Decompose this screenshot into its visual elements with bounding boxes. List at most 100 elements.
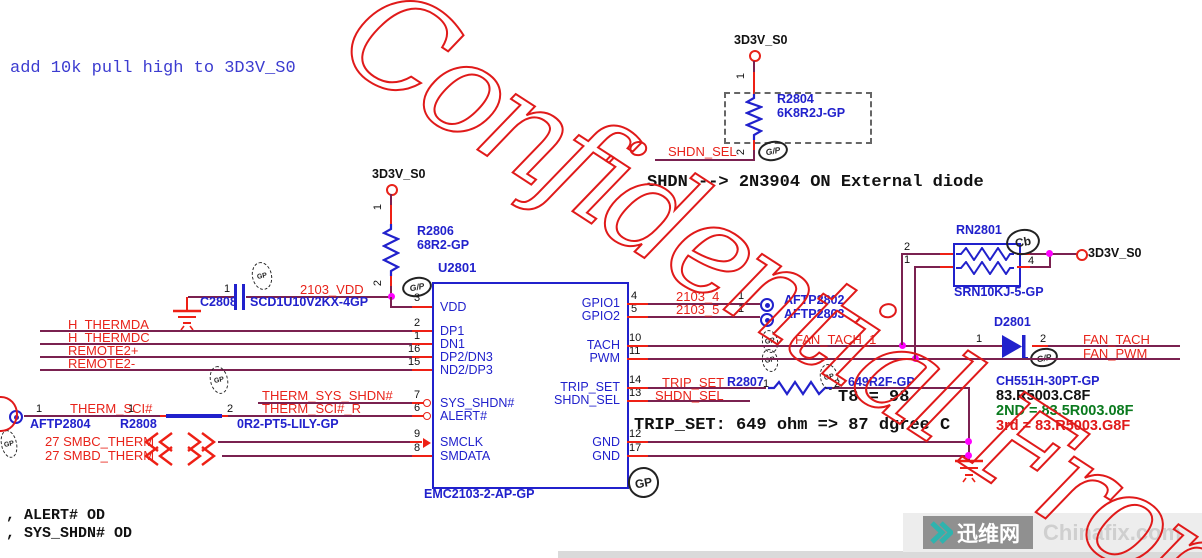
wire — [832, 387, 970, 389]
wire — [753, 150, 755, 161]
stamp-icon: GP — [0, 428, 20, 460]
wire — [901, 253, 903, 345]
wire — [627, 303, 648, 305]
rn2801-part: SRN10KJ-5-GP — [954, 285, 1044, 299]
logo-band: 迅维网 Chinafix.com — [903, 513, 1202, 552]
wire — [753, 72, 755, 95]
rn2801-pin1: 1 — [904, 254, 911, 266]
u2801-pin-num: 14 — [629, 374, 642, 386]
junction-dot — [388, 293, 395, 300]
wire — [186, 297, 188, 310]
r2806-pin2: 2 — [372, 279, 385, 287]
wire — [753, 140, 755, 150]
wire — [40, 343, 412, 345]
d2801-pin2: 2 — [1040, 333, 1047, 345]
wire — [40, 356, 412, 358]
u2801-body — [432, 282, 629, 489]
wire — [1030, 266, 1051, 268]
ground-icon — [173, 309, 201, 331]
wire — [40, 330, 412, 332]
net-fan-tach: FAN_TACH — [1083, 332, 1150, 347]
t8-annotation: T8 = 98 — [838, 388, 910, 407]
wire — [390, 194, 392, 205]
r2806-pin1: 1 — [372, 203, 385, 211]
wire — [390, 205, 392, 224]
aftp2803-ref: AFTP2803 — [784, 307, 845, 321]
wire — [412, 330, 432, 332]
resistor-symbol — [956, 247, 1014, 261]
u2801-pin-num: 7 — [414, 389, 421, 401]
net-therm-sci-r: THERM_SCI#_R — [262, 401, 361, 416]
capacitor-plate — [234, 284, 237, 310]
wire — [222, 455, 412, 457]
offpage-chevrons-icon — [144, 432, 216, 452]
u2801-pin-name: GPIO2 — [581, 309, 620, 323]
wire — [412, 343, 432, 345]
u2801-pin-name: SHDN_SEL — [554, 393, 620, 407]
bottom-strip — [558, 551, 1202, 558]
wire — [627, 387, 648, 389]
wire — [648, 303, 760, 305]
wire — [940, 266, 953, 268]
u2801-pin-num: 15 — [408, 356, 421, 368]
r2806-part: 68R2-GP — [417, 238, 470, 252]
red-stamp-arc — [0, 396, 18, 432]
power-label-3d3v-right: 3D3V_S0 — [1088, 246, 1142, 260]
wire — [655, 159, 755, 161]
wire — [648, 455, 970, 457]
u2801-pin-name: GND — [592, 449, 620, 463]
wire — [968, 387, 970, 460]
u2801-pin-num: 12 — [629, 428, 642, 440]
wire — [412, 369, 432, 371]
resistor-symbol — [382, 224, 400, 276]
wire — [627, 455, 648, 457]
fan-pn-line3: 2ND = 83.5R003.08F — [996, 403, 1134, 419]
logo-badge: 迅维网 — [923, 516, 1033, 549]
u2801-pin-num: 2 — [414, 317, 421, 329]
u2801-pin-name: TACH — [586, 338, 620, 352]
wire — [627, 345, 648, 347]
note-pull-high: add 10k pull high to 3D3V_S0 — [10, 59, 296, 78]
net-2103-vdd: 2103_VDD — [300, 282, 364, 297]
rn2801-ref: RN2801 — [956, 223, 1002, 237]
r2807-pin1: 1 — [763, 378, 770, 390]
power-pin-icon — [749, 50, 761, 62]
wire — [222, 415, 228, 417]
u2801-part: EMC2103-2-AP-GP — [424, 487, 535, 501]
r2808-pin2: 2 — [227, 403, 234, 415]
net-2103-5: 2103_5 — [676, 302, 720, 317]
net-therm-sci: THERM_SCI# — [70, 401, 153, 416]
optional-stuff-box — [724, 92, 872, 144]
capacitor-plate — [242, 284, 245, 310]
stamp-icon: GP — [249, 260, 275, 292]
c2808-part: SCD1U10V2KX-4GP — [250, 295, 369, 309]
wire — [24, 415, 160, 417]
trip-annotation: TRIP_SET: 649 ohm => 87 dgree C — [634, 416, 951, 435]
u2801-pin-name: ALERT# — [440, 409, 488, 423]
c2808-pin1: 1 — [224, 283, 231, 295]
fan-pn-line2: 83.R5003.C8F — [996, 388, 1091, 404]
wire — [648, 387, 766, 389]
wire — [1030, 253, 1078, 255]
wire — [390, 286, 392, 297]
inversion-bubble — [423, 412, 431, 420]
r2804-part: 6K8R2J-GP — [777, 106, 846, 120]
junction-dot — [965, 452, 972, 459]
r2806-ref: R2806 — [417, 224, 454, 238]
u2801-pin-name: SYS_SHDN# — [440, 396, 515, 410]
wire — [40, 369, 412, 371]
net-h-thermdc: H_THERMDC — [68, 330, 150, 345]
r2808-pin1: 1 — [128, 403, 135, 415]
r2807-pin2: 2 — [834, 378, 841, 390]
r2804-pin1: 1 — [735, 72, 748, 80]
inversion-bubble — [423, 399, 431, 407]
rn2801-pin4: 4 — [1028, 255, 1035, 267]
net-remote2-minus: REMOTE2- — [68, 356, 136, 371]
u2801-pin-name: SMDATA — [440, 449, 491, 463]
net-trip-set: TRIP_SET — [662, 375, 725, 390]
u2801-pin-num: 1 — [414, 330, 421, 342]
wire — [188, 296, 234, 298]
u2801-pin-num: 16 — [408, 343, 421, 355]
u2801-pin-num: 8 — [414, 442, 421, 454]
wire — [753, 61, 755, 72]
